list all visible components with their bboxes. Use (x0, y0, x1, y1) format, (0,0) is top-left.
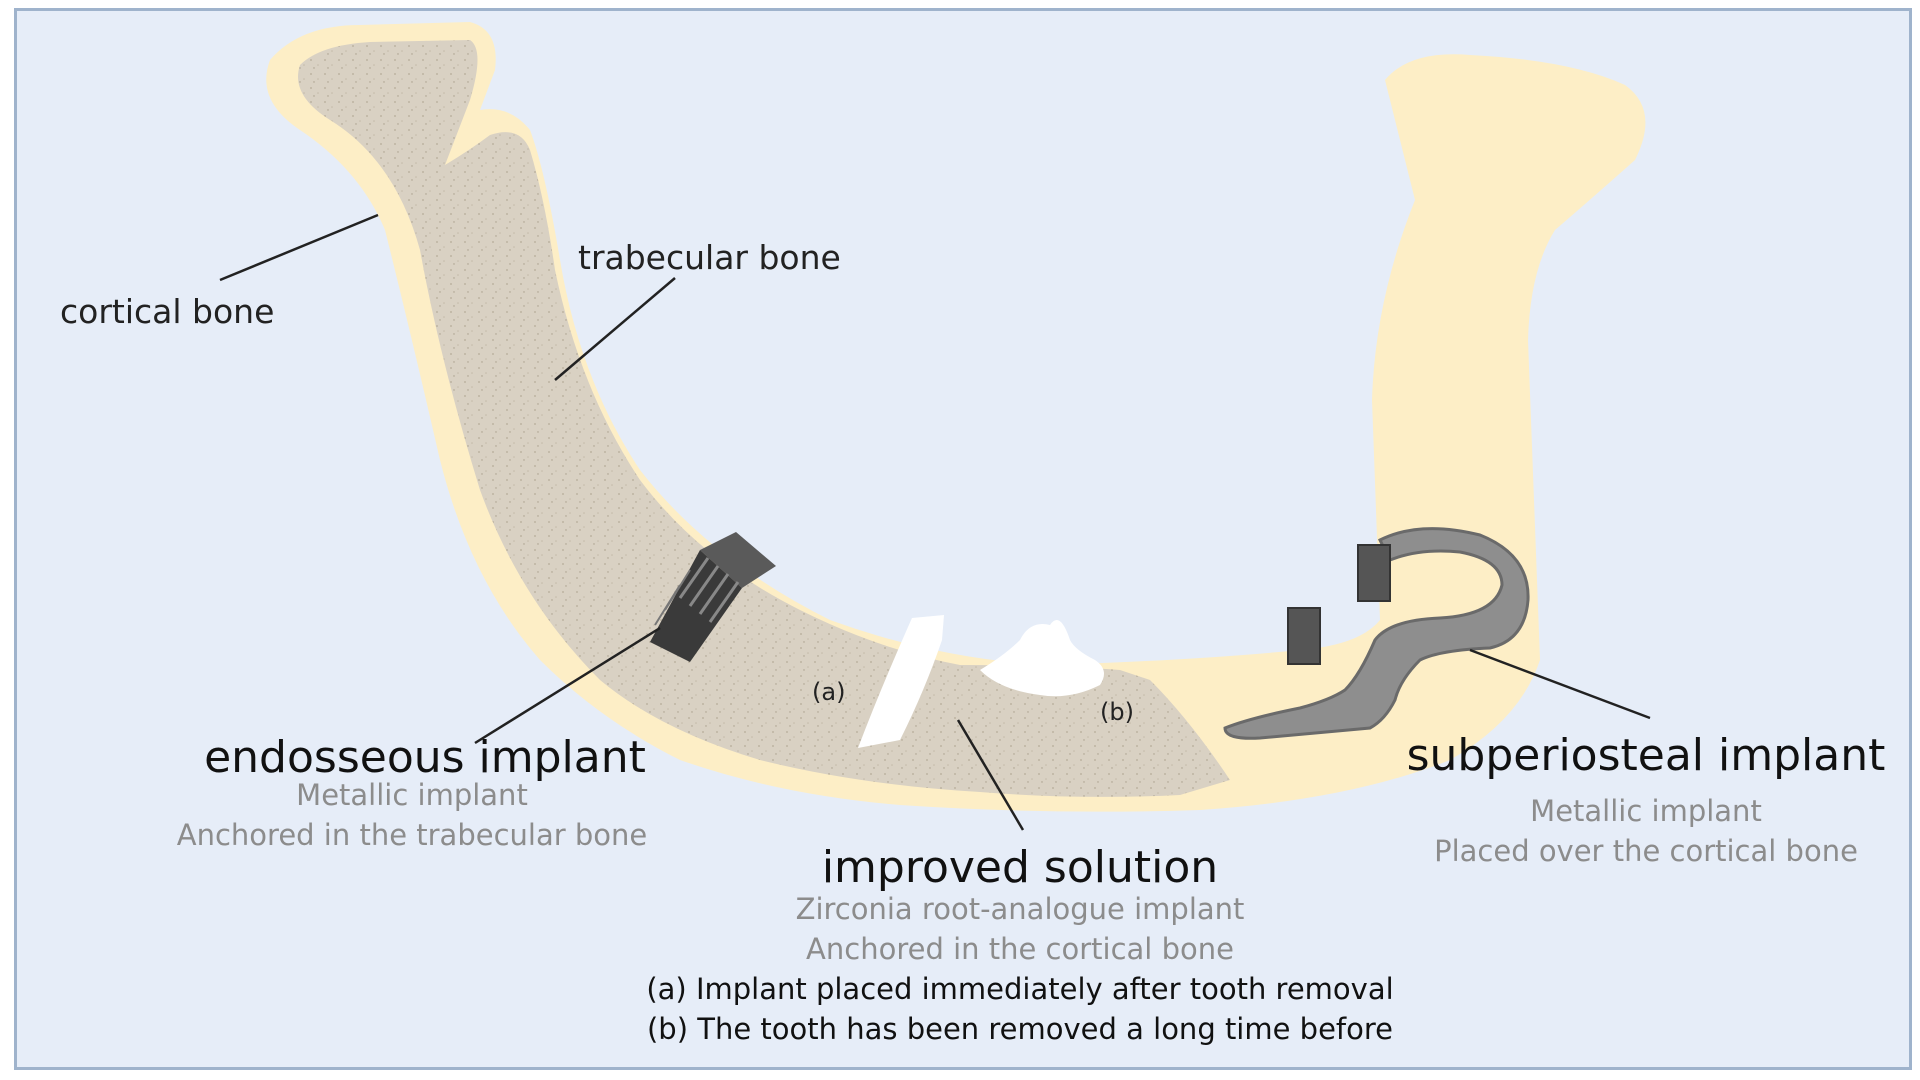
marker-a: (a) (812, 678, 846, 706)
endosseous-line2: Anchored in the trabecular bone (176, 818, 648, 852)
marker-b: (b) (1100, 698, 1134, 726)
trabecular-bone-label: trabecular bone (578, 238, 841, 277)
leader-subperiosteal (1469, 648, 1651, 720)
subperiosteal-line2: Placed over the cortical bone (1434, 834, 1858, 868)
subperiosteal-implant-shape (1223, 527, 1530, 740)
leader-cortical (219, 213, 379, 282)
subperiosteal-line1: Metallic implant (1530, 794, 1762, 828)
note-b: (b) The tooth has been removed a long ti… (646, 1012, 1394, 1046)
root-analogue-implant-a (858, 615, 944, 748)
endosseous-title: endosseous implant (204, 732, 646, 783)
endosseous-line1: Metallic implant (296, 778, 528, 812)
root-analogue-implant-b (980, 620, 1104, 697)
leader-endosseous (474, 626, 661, 745)
leader-trabecular (554, 277, 676, 381)
cortical-bone-label: cortical bone (60, 292, 275, 331)
leader-improved (956, 719, 1025, 831)
trabecular-bone-shape (298, 40, 1230, 797)
improved-line2: Anchored in the cortical bone (806, 932, 1234, 966)
endosseous-implant-shape (650, 532, 776, 662)
improved-line1: Zirconia root-analogue implant (795, 892, 1245, 926)
subperiosteal-title: subperiosteal implant (1406, 730, 1886, 781)
note-a: (a) Implant placed immediately after too… (646, 972, 1394, 1006)
improved-title: improved solution (821, 842, 1219, 893)
